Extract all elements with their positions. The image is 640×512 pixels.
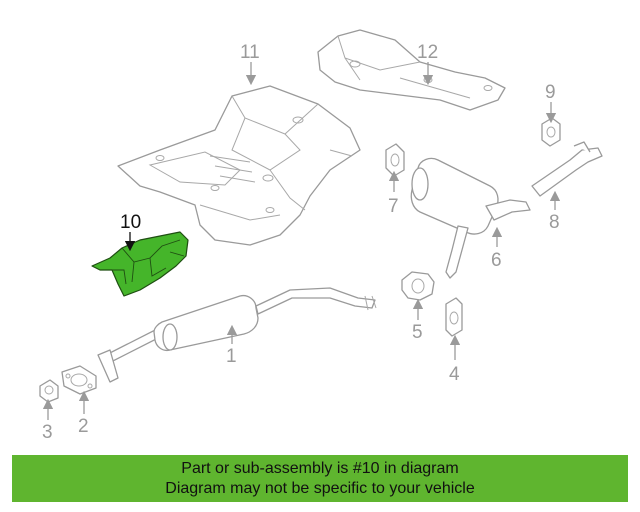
callout-5[interactable]: 5 [412, 322, 423, 343]
parts-diagram: 11 12 9 7 8 6 5 4 1 2 3 10 [39, 29, 603, 443]
callout-11[interactable]: 11 [240, 42, 260, 63]
banner-line-2: Diagram may not be specific to your vehi… [165, 480, 475, 497]
callout-3[interactable]: 3 [42, 422, 53, 443]
info-banner: Part or sub-assembly is #10 in diagram D… [12, 455, 628, 502]
banner-line-1: Part or sub-assembly is #10 in diagram [181, 460, 459, 477]
part-10-heat-shield [91, 231, 189, 297]
part-11-floor-shield [117, 85, 361, 246]
callout-12[interactable]: 12 [417, 42, 438, 63]
callout-1[interactable]: 1 [226, 346, 237, 367]
part-9-insulator [541, 117, 561, 147]
callout-8[interactable]: 8 [549, 212, 560, 233]
part-8-tailpipe [531, 141, 603, 197]
part-3-nut [39, 379, 59, 403]
callout-10[interactable]: 10 [120, 212, 141, 233]
callout-2[interactable]: 2 [78, 416, 89, 437]
part-1-resonator-pipe [97, 287, 377, 383]
part-2-gasket [61, 365, 97, 395]
callout-6[interactable]: 6 [491, 250, 502, 271]
part-12-rear-shield [317, 29, 506, 111]
part-6-muffler [410, 157, 531, 279]
callout-7[interactable]: 7 [388, 196, 399, 217]
callout-9[interactable]: 9 [545, 82, 556, 103]
part-7-hanger [385, 143, 405, 177]
part-5-hanger [401, 271, 435, 301]
part-4-bracket [445, 297, 463, 337]
callout-4[interactable]: 4 [449, 364, 460, 385]
